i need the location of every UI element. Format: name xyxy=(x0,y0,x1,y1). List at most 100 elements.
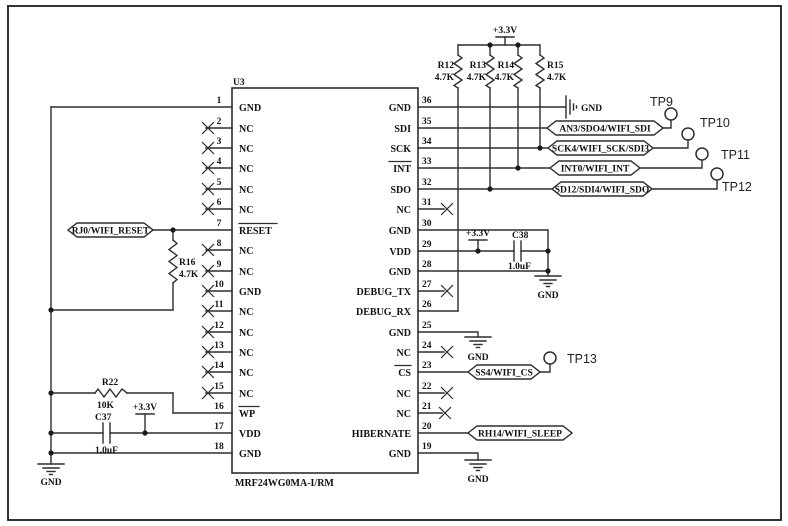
pin-name: NC xyxy=(239,307,253,318)
pin-number: 23 xyxy=(422,361,432,371)
junction-dot xyxy=(537,145,543,151)
gnd-rail-left: GND xyxy=(37,106,233,488)
net-label-sleep: RH14/WIFI_SLEEP xyxy=(478,430,562,440)
testpoint-label: TP9 xyxy=(650,95,673,109)
resistor-body xyxy=(484,54,496,89)
pin-number: 26 xyxy=(422,300,432,310)
pin-name: NC xyxy=(239,144,253,155)
pin-number: 15 xyxy=(214,382,224,392)
pin-name: VDD xyxy=(389,247,411,258)
net-label-reset: RJ0/WIFI_RESET xyxy=(72,227,150,237)
pin-name: GND xyxy=(389,103,411,114)
resistor-body xyxy=(452,54,464,89)
no-connect-x xyxy=(438,406,452,420)
pin-name: GND xyxy=(389,226,411,237)
pin-name: NC xyxy=(239,246,253,257)
no-connect-x xyxy=(201,304,215,318)
resistor-body xyxy=(167,239,179,284)
pin-name: NC xyxy=(239,389,253,400)
pin-name: NC xyxy=(397,348,411,359)
wire-segment xyxy=(639,159,703,169)
testpoint-tp9 xyxy=(664,107,678,121)
pin-number: 11 xyxy=(215,300,224,310)
pin-number: 32 xyxy=(422,178,432,188)
pin-name: SDI xyxy=(394,124,411,135)
pin-number: 21 xyxy=(422,402,432,412)
pin-number: 7 xyxy=(217,219,222,229)
wire-segment xyxy=(651,179,718,190)
net-cs: SS4/WIFI_CS TP13 xyxy=(417,351,597,380)
no-connect-x xyxy=(440,284,454,298)
resistor-value: 4.7K xyxy=(179,270,199,280)
no-connect-x xyxy=(201,161,215,175)
gnd-symbol xyxy=(464,459,492,472)
pin-number: 27 xyxy=(422,280,432,290)
no-connect-x xyxy=(440,386,454,400)
pin-name: DEBUG_TX xyxy=(357,287,412,298)
pin-number: 30 xyxy=(422,219,432,229)
pin-number: 1 xyxy=(217,96,222,106)
gnd-symbol xyxy=(534,275,562,288)
pin-number: 10 xyxy=(214,280,224,290)
pin-number: 14 xyxy=(214,361,224,371)
resistor-ref: R16 xyxy=(179,258,196,268)
net-sdi: AN3/SDO4/WIFI_SDI TP9 xyxy=(417,95,678,136)
ic-refdes: U3 xyxy=(233,78,245,88)
junction-dot xyxy=(170,227,176,233)
junction-dot xyxy=(487,186,493,192)
gnd-symbol xyxy=(464,336,492,349)
pin-name: NC xyxy=(239,124,253,135)
resistor-value: 4.7K xyxy=(435,73,455,83)
testpoint-label: TP10 xyxy=(700,116,730,130)
net-gnd-pin19: GND xyxy=(417,452,492,485)
power-label: +3.3V xyxy=(466,229,490,239)
resistor-value: 10K xyxy=(97,401,115,411)
no-connect-x xyxy=(201,264,215,278)
resistor-ref: R14 xyxy=(498,61,515,71)
testpoint-label: TP12 xyxy=(722,180,752,194)
no-connect-x xyxy=(201,202,215,216)
resistor-ref: R12 xyxy=(438,61,455,71)
pin-name: SDO xyxy=(390,185,411,196)
power-33v-left: +3.3V xyxy=(133,403,157,434)
pin-number: 17 xyxy=(214,422,224,432)
pin-number: 25 xyxy=(422,321,432,331)
resistor-r16: R16 4.7K xyxy=(50,229,199,311)
resistor-ref: R22 xyxy=(102,378,119,388)
power-label: +3.3V xyxy=(133,403,157,413)
pin-name: NC xyxy=(239,185,253,196)
testpoint-tp13 xyxy=(543,351,557,365)
pin-number: 24 xyxy=(422,341,432,351)
pin-name: HIBERNATE xyxy=(352,429,412,440)
net-gnd-pin36: GND xyxy=(417,95,602,119)
net-int: INT0/WIFI_INT TP11 xyxy=(417,147,750,176)
pin-number: 9 xyxy=(217,260,222,270)
resistor-r22: R22 10K xyxy=(50,378,233,414)
pin-number: 13 xyxy=(214,341,224,351)
junction-dot xyxy=(48,307,54,313)
no-connect-x xyxy=(201,284,215,298)
pin-name: INT xyxy=(393,164,411,175)
pin-number: 35 xyxy=(422,117,432,127)
net-vdd-c38: +3.3V C38 1.0uF GND xyxy=(417,229,562,301)
pullup-network: +3.3V R12 4.7K R13 4.7K R14 4.7K R15 4.7… xyxy=(435,26,567,312)
testpoint-tp10 xyxy=(681,127,695,141)
pin-name: NC xyxy=(397,205,411,216)
pin-number: 31 xyxy=(422,198,432,208)
resistor-ref: R15 xyxy=(547,61,564,71)
no-connect-x xyxy=(201,141,215,155)
pin-name: WP xyxy=(239,409,255,420)
pin-number: 6 xyxy=(217,198,222,208)
pin-number: 36 xyxy=(422,96,432,106)
pin-number: 4 xyxy=(217,157,222,167)
gnd-label: GND xyxy=(467,353,488,363)
no-connect-x xyxy=(201,182,215,196)
no-connect-x xyxy=(440,345,454,359)
junction-dot xyxy=(48,450,54,456)
no-connect-x xyxy=(201,386,215,400)
pin-name: RESET xyxy=(239,226,272,237)
ic-left-pins: 1 GND 2 NC 3 NC 4 NC 5 NC 6 NC 7 RESET 8… xyxy=(201,96,278,460)
junction-dot xyxy=(48,390,54,396)
junction-dot xyxy=(475,248,481,254)
